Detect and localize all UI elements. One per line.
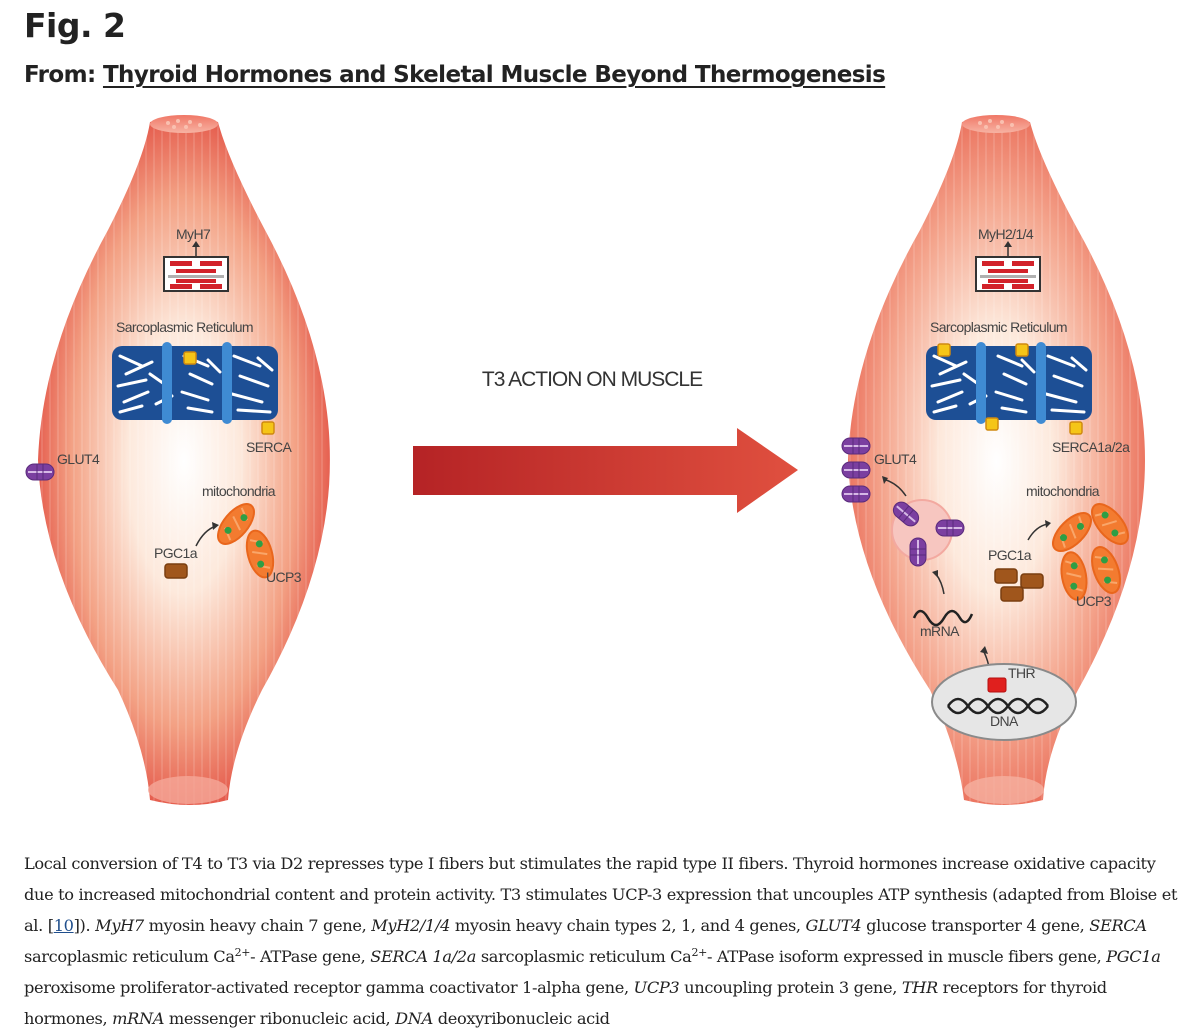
caption-text: - ATPase gene, <box>250 947 371 966</box>
right-pgc-icon <box>1020 573 1044 589</box>
caption-text: sarcoplasmic reticulum Ca <box>476 947 692 966</box>
right-sr-label: Sarcoplasmic Reticulum <box>930 319 1067 335</box>
figure-caption: Local conversion of T4 to T3 via D2 repr… <box>24 848 1184 1034</box>
dna-label: DNA <box>990 713 1019 729</box>
term-dna: DNA <box>395 1009 433 1028</box>
caption-text: deoxyribonucleic acid <box>432 1009 610 1028</box>
right-glut4-icon <box>841 437 871 455</box>
term-serca2: SERCA 1a/2a <box>370 947 477 966</box>
right-myosin-label: MyH2/1/4 <box>978 226 1034 242</box>
reference-link[interactable]: 10 <box>53 916 74 935</box>
right-pgc-icon <box>994 568 1018 584</box>
superscript: 2+ <box>234 946 251 959</box>
left-serca-icon <box>183 351 197 365</box>
right-serca-icon <box>1015 343 1029 357</box>
caption-text: sarcoplasmic reticulum Ca <box>24 947 235 966</box>
caption-text: - ATPase isoform expressed in muscle fib… <box>706 947 1107 966</box>
left-muscle-top-cap <box>150 115 218 133</box>
mrna-strand-icon <box>912 609 974 627</box>
caption-text: myosin heavy chain types 2, 1, and 4 gen… <box>450 916 806 935</box>
thr-label: THR <box>1008 665 1035 681</box>
left-pgc-icon <box>164 563 188 579</box>
from-prefix: From: <box>24 62 103 88</box>
left-glut4-icon <box>25 463 55 481</box>
superscript: 2+ <box>691 946 707 959</box>
vesicle-glut4-icon <box>909 537 927 567</box>
right-serca-icon <box>937 343 951 357</box>
caption-text: messenger ribonucleic acid, <box>164 1009 396 1028</box>
term-serca: SERCA <box>1089 916 1147 935</box>
right-serca-label: SERCA1a/2a <box>1052 439 1130 455</box>
right-mito-label: mitochondria <box>1026 483 1100 499</box>
term-glut4: GLUT4 <box>805 916 862 935</box>
figure-number: Fig. 2 <box>24 6 126 45</box>
t3-action-arrow <box>413 428 798 513</box>
caption-text: ]). <box>73 916 96 935</box>
term-ucp3: UCP3 <box>633 978 680 997</box>
right-ucp-label: UCP3 <box>1076 593 1112 609</box>
left-muscle-illustration: MyH7 Sarcoplasmic Reticulum SERCA GLUT4 … <box>25 115 330 805</box>
right-glut4-icon <box>841 461 871 479</box>
dna-helix-icon <box>946 697 1050 715</box>
left-mito-label: mitochondria <box>202 483 276 499</box>
caption-text: peroxisome proliferator-activated recept… <box>24 978 634 997</box>
left-glut4-label: GLUT4 <box>57 451 100 467</box>
article-title-link[interactable]: Thyroid Hormones and Skeletal Muscle Bey… <box>102 62 886 88</box>
term-thr: THR <box>901 978 938 997</box>
left-ucp-label: UCP3 <box>266 569 302 585</box>
left-serca-label: SERCA <box>246 439 292 455</box>
mrna-label: mRNA <box>920 623 960 639</box>
right-glut4-label: GLUT4 <box>874 451 917 467</box>
left-serca-icon <box>261 421 275 435</box>
term-pgc1a: PGC1a <box>1106 947 1161 966</box>
figure-image: MyH7 Sarcoplasmic Reticulum SERCA GLUT4 … <box>0 100 1200 840</box>
center-title: T3 ACTION ON MUSCLE <box>482 368 703 391</box>
right-reticulum-icon <box>924 340 1094 426</box>
term-mrna: mRNA <box>112 1009 165 1028</box>
left-myosin-label: MyH7 <box>176 226 211 242</box>
caption-text: myosin heavy chain 7 gene, <box>143 916 372 935</box>
right-serca-icon <box>985 417 999 431</box>
caption-text: Local conversion of T4 to T3 via D2 repr… <box>24 854 1178 935</box>
left-sr-label: Sarcoplasmic Reticulum <box>116 319 253 335</box>
left-pgc-label: PGC1a <box>154 545 198 561</box>
right-glut4-icon <box>841 485 871 503</box>
caption-text: uncoupling protein 3 gene, <box>679 978 902 997</box>
thr-receptor-icon <box>987 677 1007 693</box>
right-muscle-illustration: MyH2/1/4 Sarcoplasmic Reticulum SERCA1a/… <box>841 115 1145 805</box>
caption-text: receptors for thyroid hormones, <box>24 978 1107 1028</box>
vesicle-glut4-icon <box>935 519 965 537</box>
term-myh7: MyH7 <box>95 916 144 935</box>
right-muscle-top-cap <box>962 115 1030 133</box>
term-myh2: MyH2/1/4 <box>371 916 451 935</box>
right-pgc-label: PGC1a <box>988 547 1032 563</box>
caption-text: glucose transporter 4 gene, <box>861 916 1090 935</box>
source-line: From: Thyroid Hormones and Skeletal Musc… <box>24 62 886 88</box>
right-serca-icon <box>1069 421 1083 435</box>
right-pgc-icon <box>1000 586 1024 602</box>
